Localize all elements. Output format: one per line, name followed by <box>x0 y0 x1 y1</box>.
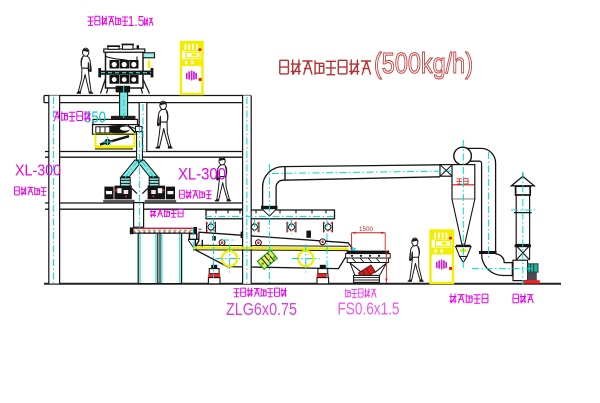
svg-text:1.5: 1.5 <box>128 14 145 30</box>
svg-text:XL-300: XL-300 <box>178 166 226 184</box>
svg-text:FS0.6x1.5: FS0.6x1.5 <box>338 299 400 319</box>
svg-text:1500: 1500 <box>359 226 373 233</box>
svg-text:XL-300: XL-300 <box>15 163 61 180</box>
svg-text:(500kg/h): (500kg/h) <box>374 48 473 80</box>
svg-text:ZLG6x0.75: ZLG6x0.75 <box>226 299 297 319</box>
